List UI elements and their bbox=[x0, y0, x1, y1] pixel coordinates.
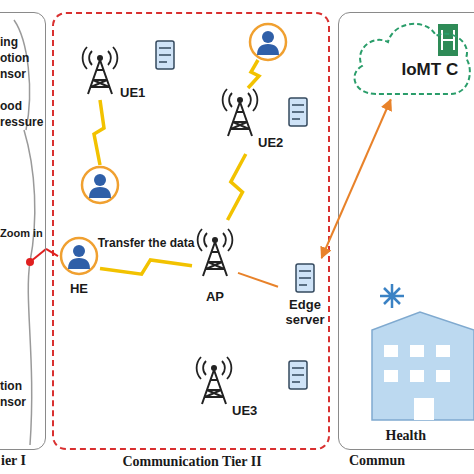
sensor-label: ressure bbox=[0, 116, 70, 130]
edge-server: Edge server bbox=[278, 258, 332, 334]
node-label: Health bbox=[386, 428, 474, 444]
patient-node: HE bbox=[58, 234, 100, 304]
base-station: UE3 bbox=[196, 356, 262, 422]
cloud-label: IoMT C bbox=[402, 60, 474, 80]
data-link bbox=[322, 100, 391, 259]
cloud-icon bbox=[438, 24, 458, 56]
wireless-bolt bbox=[94, 100, 104, 165]
cloud-outline bbox=[354, 23, 469, 93]
server-icon bbox=[156, 41, 174, 69]
wired-link bbox=[238, 273, 278, 287]
node-label: UE3 bbox=[232, 404, 264, 419]
cloud-outline bbox=[346, 14, 474, 100]
wireless-bolt bbox=[248, 60, 259, 88]
tower-icon bbox=[83, 47, 118, 94]
base-station: UE1 bbox=[84, 40, 150, 106]
tier-title: Communication Tier II bbox=[54, 454, 330, 470]
wireless-link bbox=[228, 154, 246, 220]
edge-label: Zoom in bbox=[0, 227, 60, 240]
node-label: HE bbox=[58, 282, 100, 297]
hospital-building bbox=[372, 312, 474, 420]
tier-title: Commun bbox=[349, 453, 474, 469]
node-label: UE2 bbox=[258, 136, 290, 151]
server-icon bbox=[289, 361, 307, 389]
medical-star bbox=[380, 284, 404, 308]
person-icon bbox=[250, 24, 286, 60]
tower-icon bbox=[198, 229, 233, 276]
sensor-label: tion bbox=[0, 380, 70, 394]
node-label: AP bbox=[192, 290, 238, 305]
sensor-label: nsor bbox=[0, 68, 70, 82]
node-label: Edge server bbox=[278, 298, 332, 328]
tier-panel: CommunIoMT CHealth bbox=[338, 12, 474, 450]
iomt-cloud: IoMT C bbox=[346, 14, 474, 100]
sensor-label: ing bbox=[0, 36, 70, 50]
person-icon bbox=[61, 238, 97, 274]
access-point: AP bbox=[192, 220, 238, 310]
building-windows bbox=[384, 345, 450, 420]
server-icon bbox=[289, 98, 307, 126]
tower-icon bbox=[197, 357, 232, 404]
zoom-line bbox=[46, 249, 58, 256]
sensor-label: otion bbox=[0, 52, 70, 66]
sensor-label: ood bbox=[0, 100, 70, 114]
tier-title: ier I bbox=[1, 453, 61, 469]
person-icon bbox=[82, 167, 118, 203]
base-station: UE2 bbox=[222, 88, 288, 154]
tier-panel: Communication Tier IIUE1UE2HEAPEdge serv… bbox=[52, 12, 330, 450]
zoom-line bbox=[30, 249, 46, 262]
wireless-link bbox=[100, 260, 192, 274]
tower-icon bbox=[223, 89, 258, 136]
server-icon bbox=[296, 264, 314, 292]
hospital: Health bbox=[356, 280, 474, 450]
sensor-label: nsor bbox=[0, 396, 70, 410]
edge-label: Transfer the data bbox=[90, 237, 202, 251]
node-label: UE1 bbox=[120, 86, 152, 101]
